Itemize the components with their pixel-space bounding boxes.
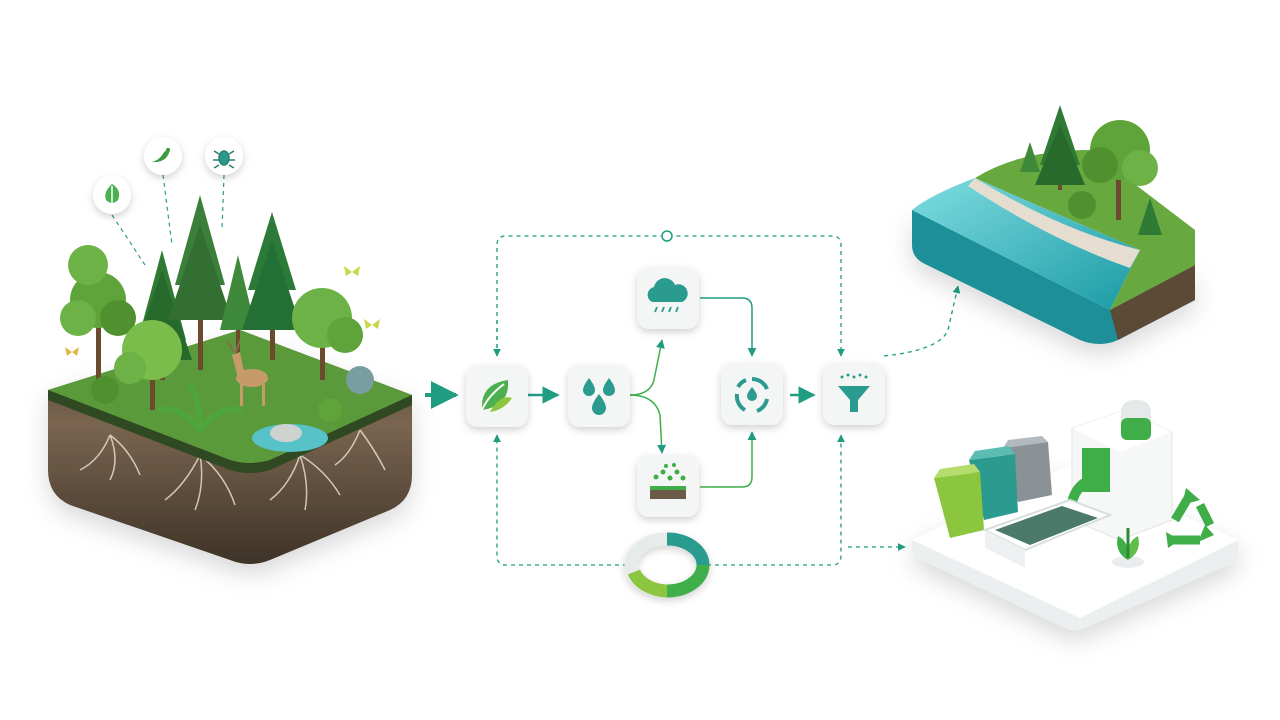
water-cycle-icon xyxy=(734,376,769,413)
deer xyxy=(227,339,268,406)
rock xyxy=(270,424,302,442)
shore xyxy=(975,150,1195,310)
node-plants xyxy=(466,365,528,427)
recycling-machine xyxy=(1067,400,1173,541)
node-water xyxy=(568,365,630,427)
sorting-tray xyxy=(982,498,1113,568)
leaf-icon xyxy=(105,184,120,206)
leaf-icon xyxy=(481,380,512,412)
butterfly-icon xyxy=(65,266,380,356)
roots xyxy=(79,429,386,511)
trees xyxy=(60,195,374,433)
forest-ecosystem xyxy=(48,195,412,564)
clean-water-ecosystem xyxy=(912,105,1195,344)
potted-plant xyxy=(1112,528,1144,568)
process-flow xyxy=(466,230,961,598)
ring-chart-icon xyxy=(624,532,710,598)
trees xyxy=(1020,105,1162,235)
feedback-loop-bottom-left xyxy=(493,434,627,566)
rain-cloud-icon xyxy=(647,278,688,313)
node-filter xyxy=(823,363,885,425)
water-surface xyxy=(912,178,1140,310)
node-soil xyxy=(637,455,699,517)
biodiversity-markers xyxy=(93,137,243,266)
recycling-bins xyxy=(934,436,1052,538)
feedback-loop-bottom-right xyxy=(707,434,845,566)
bird-icon xyxy=(152,148,170,163)
filter-funnel-icon xyxy=(838,373,870,412)
loop-node xyxy=(661,230,673,242)
soil-icon xyxy=(650,463,686,499)
waste-recycling-station xyxy=(912,400,1238,630)
node-rain xyxy=(637,267,699,329)
bug-icon xyxy=(213,150,235,169)
node-cycle xyxy=(721,363,783,425)
water-drops-icon xyxy=(583,378,615,415)
